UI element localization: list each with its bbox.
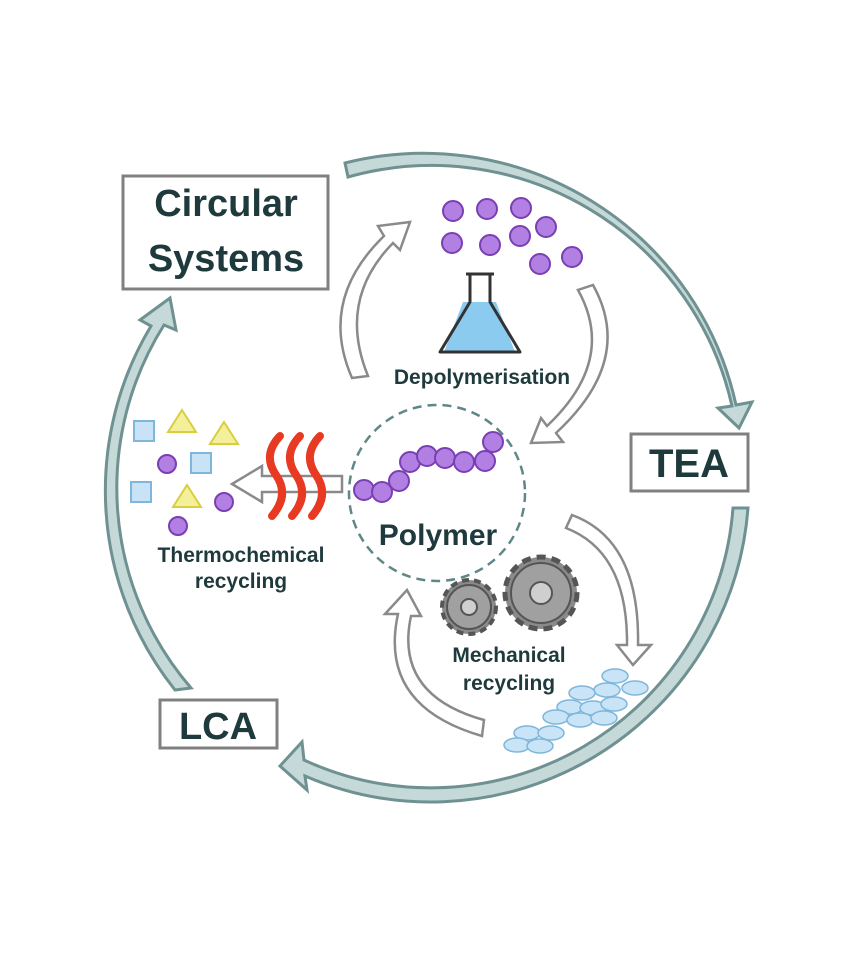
large-gear xyxy=(502,554,580,632)
circular-systems-label-line2: Systems xyxy=(148,238,304,280)
triangle-icons xyxy=(166,408,240,508)
pellet-cluster xyxy=(503,668,649,754)
gears-icon xyxy=(440,554,580,636)
arrow-polymer-to-thermochemical xyxy=(229,463,344,505)
circular-systems-box: Circular Systems xyxy=(121,174,330,291)
outer-arrow-to-tea xyxy=(343,151,755,431)
heat-icon xyxy=(266,432,326,520)
flask-icon xyxy=(438,272,522,354)
tea-box: TEA xyxy=(629,432,750,493)
outer-cycle xyxy=(103,151,755,804)
lca-label: LCA xyxy=(179,706,257,748)
inner-arrows xyxy=(229,220,654,738)
outer-arrow-to-circular xyxy=(103,295,194,692)
molecule-icons xyxy=(157,454,234,536)
arrow-polymer-to-depolymerisation xyxy=(339,220,412,380)
outer-arrow-to-lca xyxy=(277,506,750,804)
polymer-dashed-circle xyxy=(347,403,527,583)
thermochemical-products xyxy=(130,408,240,536)
square-icons xyxy=(130,420,212,503)
small-gear xyxy=(440,578,498,636)
arrow-polymer-to-mechanical xyxy=(564,513,654,667)
polymer-chain xyxy=(353,431,504,503)
arrow-mechanical-to-polymer xyxy=(382,587,486,738)
tea-label: TEA xyxy=(649,442,729,486)
monomer-cluster xyxy=(441,197,583,275)
mechanical-label-line1: Mechanical xyxy=(452,644,565,667)
arrow-depolymerisation-to-polymer xyxy=(529,283,609,445)
thermochemical-label-line2: recycling xyxy=(195,570,287,593)
polymer-label: Polymer xyxy=(379,519,498,552)
thermochemical-label-line1: Thermochemical xyxy=(158,544,325,567)
depolymerisation-label: Depolymerisation xyxy=(394,366,570,389)
mechanical-label-line2: recycling xyxy=(463,672,555,695)
lca-box: LCA xyxy=(158,698,279,750)
circular-systems-label-line1: Circular xyxy=(154,183,298,225)
